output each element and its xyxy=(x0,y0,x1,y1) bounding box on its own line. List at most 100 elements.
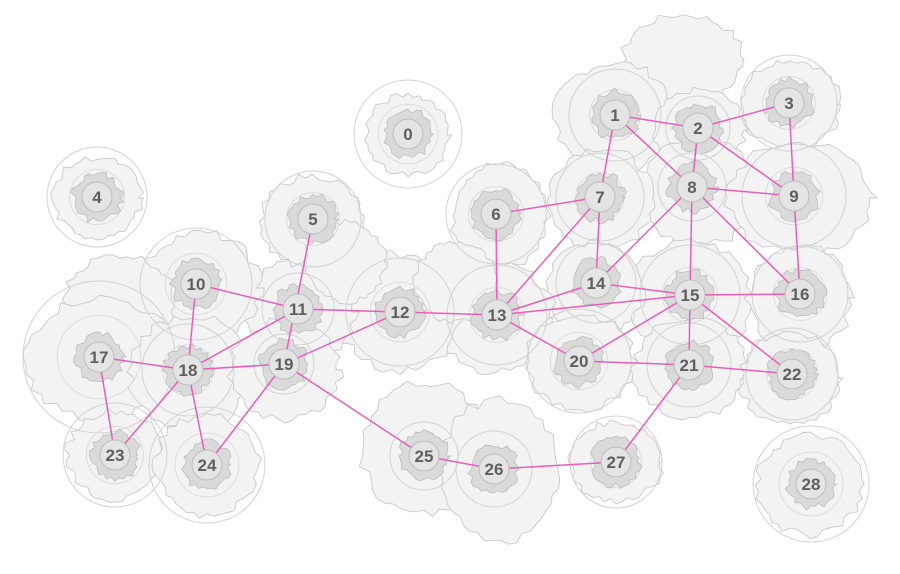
edge-13-20 xyxy=(496,314,580,362)
inner-ring xyxy=(778,451,844,517)
node-circle[interactable] xyxy=(682,112,714,144)
node-circle[interactable] xyxy=(673,349,705,381)
node-circle[interactable] xyxy=(83,341,115,373)
node-circle[interactable] xyxy=(773,87,805,119)
node-circle[interactable] xyxy=(282,293,314,325)
influence-ring xyxy=(62,402,168,508)
inner-ring xyxy=(164,252,228,316)
node-22[interactable]: 22 xyxy=(776,358,808,390)
node-circle[interactable] xyxy=(776,358,808,390)
node-circle[interactable] xyxy=(172,354,204,386)
inner-ring xyxy=(85,425,145,485)
node-26[interactable]: 26 xyxy=(478,453,510,485)
edge-20-21 xyxy=(578,360,690,366)
edge-5-19 xyxy=(283,218,314,365)
inner-ring xyxy=(286,192,340,246)
node-15[interactable]: 15 xyxy=(674,279,706,311)
influence-ring xyxy=(139,227,253,341)
node-3[interactable]: 3 xyxy=(773,87,805,119)
node-label: 12 xyxy=(391,303,410,322)
node-2[interactable]: 2 xyxy=(682,112,714,144)
node-23[interactable]: 23 xyxy=(99,439,131,471)
node-25[interactable]: 25 xyxy=(408,440,440,472)
node-circle[interactable] xyxy=(392,118,424,150)
edge-10-11 xyxy=(195,283,299,310)
node-circle[interactable] xyxy=(584,181,616,213)
node-1[interactable]: 1 xyxy=(599,99,631,131)
edge-18-24 xyxy=(187,369,208,466)
node-16[interactable]: 16 xyxy=(784,278,816,310)
node-10[interactable]: 10 xyxy=(180,268,212,300)
influence-ring xyxy=(353,79,463,189)
node-circle[interactable] xyxy=(478,453,510,485)
node-label: 17 xyxy=(90,348,109,367)
node-circle[interactable] xyxy=(180,268,212,300)
node-18[interactable]: 18 xyxy=(172,354,204,386)
influence-ring xyxy=(741,143,847,249)
node-circle[interactable] xyxy=(563,345,595,377)
influence-ring xyxy=(745,327,839,421)
edge-19-25 xyxy=(283,363,425,457)
edge-26-27 xyxy=(493,461,617,470)
edge-8-14 xyxy=(595,186,693,284)
node-circle[interactable] xyxy=(384,296,416,328)
edge-17-23 xyxy=(98,356,116,456)
node-20[interactable]: 20 xyxy=(563,345,595,377)
inner-ring xyxy=(549,331,609,391)
node-label: 2 xyxy=(693,119,702,138)
node-11[interactable]: 11 xyxy=(282,293,314,325)
node-label: 8 xyxy=(687,178,696,197)
node-circle[interactable] xyxy=(99,439,131,471)
node-label: 5 xyxy=(308,210,317,229)
node-label: 14 xyxy=(587,274,606,293)
node-circle[interactable] xyxy=(674,279,706,311)
edge-3-9 xyxy=(788,102,795,197)
edge-15-16 xyxy=(689,293,801,296)
edge-8-9 xyxy=(691,186,795,197)
node-28[interactable]: 28 xyxy=(795,468,827,500)
node-circle[interactable] xyxy=(268,348,300,380)
node-21[interactable]: 21 xyxy=(673,349,705,381)
node-label: 22 xyxy=(783,365,802,384)
node-circle[interactable] xyxy=(191,449,223,481)
node-label: 11 xyxy=(289,300,307,319)
node-circle[interactable] xyxy=(81,181,113,213)
node-circle[interactable] xyxy=(795,468,827,500)
node-label: 13 xyxy=(488,306,507,325)
node-circle[interactable] xyxy=(778,180,810,212)
node-circle[interactable] xyxy=(599,99,631,131)
node-label: 16 xyxy=(791,285,810,304)
node-circle[interactable] xyxy=(600,446,632,478)
node-6[interactable]: 6 xyxy=(480,198,512,230)
node-circle[interactable] xyxy=(480,198,512,230)
edge-18-23 xyxy=(114,369,189,456)
node-13[interactable]: 13 xyxy=(481,299,513,331)
edge-9-16 xyxy=(793,195,801,295)
node-9[interactable]: 9 xyxy=(778,180,810,212)
node-circle[interactable] xyxy=(297,203,329,235)
node-circle[interactable] xyxy=(676,171,708,203)
node-14[interactable]: 14 xyxy=(580,267,612,299)
node-circle[interactable] xyxy=(481,299,513,331)
edge-11-12 xyxy=(297,308,401,313)
influence-ring xyxy=(148,406,266,524)
node-27[interactable]: 27 xyxy=(600,446,632,478)
node-12[interactable]: 12 xyxy=(384,296,416,328)
node-7[interactable]: 7 xyxy=(584,181,616,213)
node-label: 7 xyxy=(595,188,604,207)
node-4[interactable]: 4 xyxy=(81,181,113,213)
node-circle[interactable] xyxy=(580,267,612,299)
node-5[interactable]: 5 xyxy=(297,203,329,235)
node-0[interactable]: 0 xyxy=(392,118,424,150)
node-24[interactable]: 24 xyxy=(191,449,223,481)
node-circle[interactable] xyxy=(408,440,440,472)
node-8[interactable]: 8 xyxy=(676,171,708,203)
node-17[interactable]: 17 xyxy=(83,341,115,373)
influence-ring xyxy=(555,152,645,242)
influence-ring xyxy=(526,308,632,414)
node-circle[interactable] xyxy=(784,278,816,310)
node-19[interactable]: 19 xyxy=(268,348,300,380)
node-label: 4 xyxy=(92,188,102,207)
node-label: 24 xyxy=(198,456,217,475)
